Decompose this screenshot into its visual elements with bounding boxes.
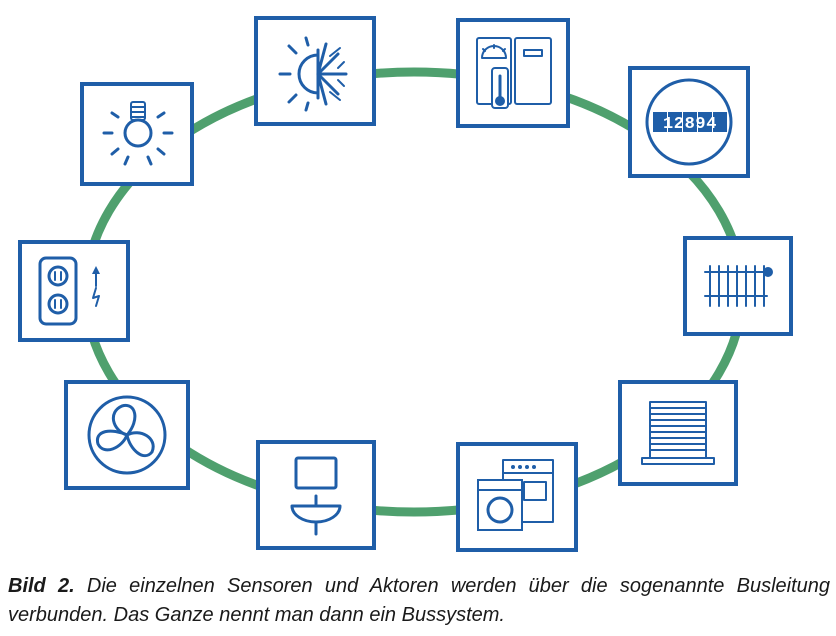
washing-machine-icon bbox=[477, 459, 554, 531]
light-bulb-icon bbox=[102, 101, 174, 166]
power-socket-icon bbox=[38, 256, 100, 326]
node-power-socket bbox=[18, 240, 130, 342]
meter-icon: 12894 bbox=[645, 78, 733, 166]
meter-reading: 12894 bbox=[663, 115, 717, 134]
node-heating bbox=[456, 18, 570, 128]
radiator-icon bbox=[704, 265, 773, 307]
sink-icon bbox=[290, 456, 342, 536]
caption-label: Bild 2. bbox=[8, 575, 75, 597]
node-window-blind bbox=[618, 380, 738, 486]
fan-icon bbox=[87, 395, 167, 475]
figure-caption: Bild 2. Die einzelnen Sensoren und Aktor… bbox=[8, 572, 830, 630]
node-light-bulb bbox=[80, 82, 194, 186]
window-blind-icon bbox=[641, 401, 715, 465]
sun-snowflake-icon bbox=[278, 36, 348, 112]
node-climate bbox=[254, 16, 376, 126]
node-fan bbox=[64, 380, 190, 490]
caption-text: Die einzelnen Sensoren und Aktoren werde… bbox=[8, 575, 831, 626]
heating-thermometer-icon bbox=[476, 37, 552, 109]
node-energy-meter: 12894 bbox=[628, 66, 750, 178]
node-radiator bbox=[683, 236, 793, 336]
bus-system-diagram: 12894 bbox=[18, 16, 793, 552]
node-appliances bbox=[456, 442, 578, 552]
node-sink bbox=[256, 440, 376, 550]
